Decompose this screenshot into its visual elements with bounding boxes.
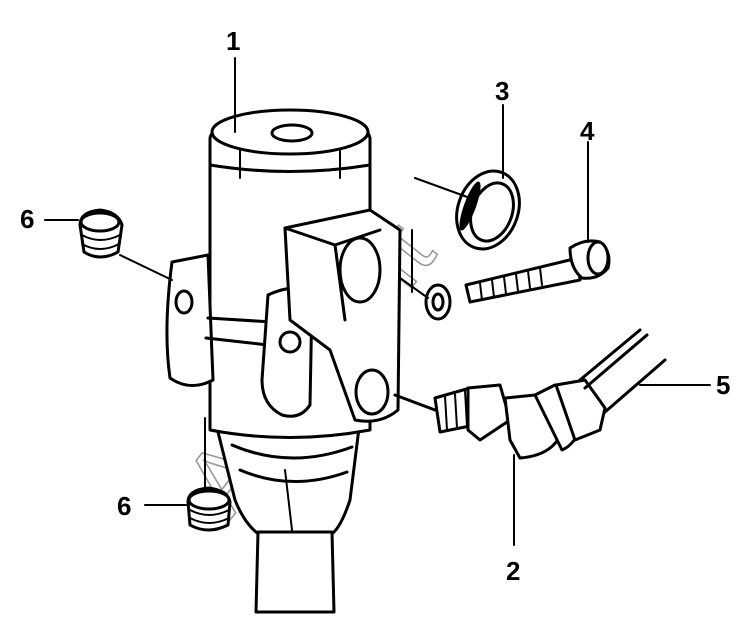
sealing-ring [411, 169, 521, 293]
callout-3: 3 [495, 76, 509, 106]
valve-body [165, 108, 402, 614]
callout-4: 4 [580, 116, 595, 146]
callout-5: 5 [716, 370, 730, 400]
elbow-fitting [393, 378, 607, 460]
callout-1: 1 [226, 26, 240, 56]
callout-2: 2 [506, 556, 520, 586]
callout-6-bottom: 6 [117, 491, 131, 521]
callout-6-top: 6 [20, 204, 34, 234]
plug-top [78, 208, 124, 259]
hose [578, 328, 667, 414]
plug-bottom [186, 486, 232, 532]
leader-lines [44, 57, 711, 546]
banjo-bolt [399, 239, 611, 321]
